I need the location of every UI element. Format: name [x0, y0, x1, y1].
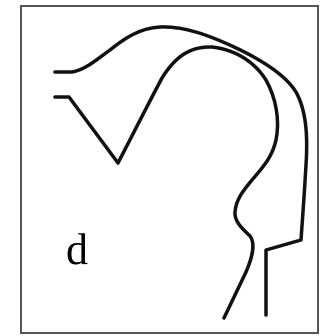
panel-frame	[21, 6, 318, 333]
panel-label: d	[66, 225, 88, 274]
